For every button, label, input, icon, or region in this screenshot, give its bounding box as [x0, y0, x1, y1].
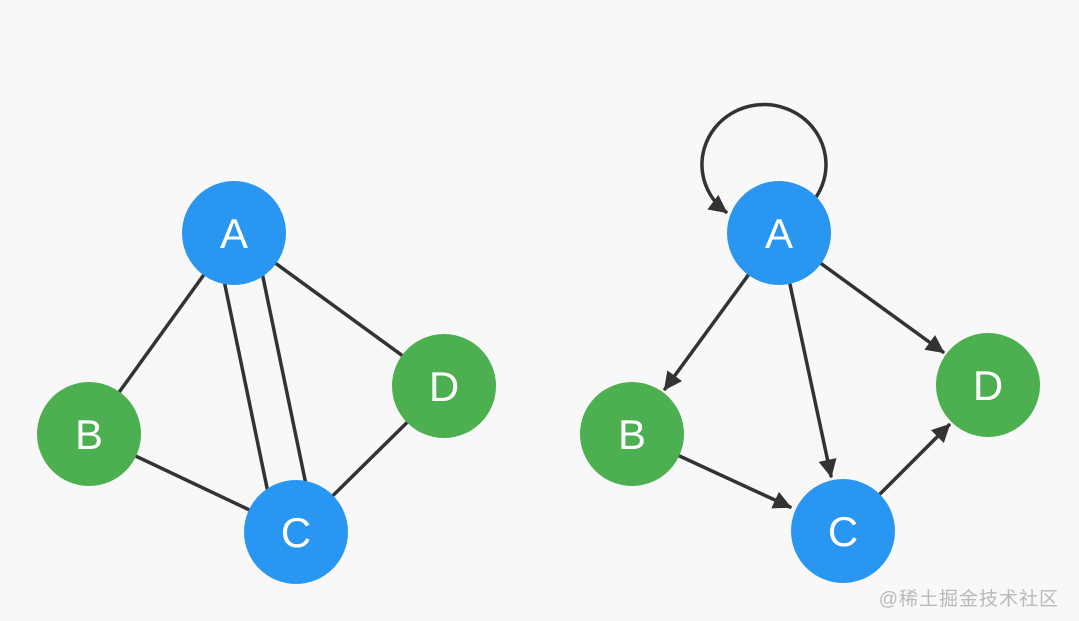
left-edge-A-C-1: [213, 235, 279, 538]
right-node-B-label: B: [618, 411, 646, 458]
right-node-A-label: A: [765, 210, 793, 257]
left-node-D-label: D: [429, 363, 459, 410]
right-graph: A B C D: [580, 102, 1040, 583]
right-node-A: A: [727, 181, 831, 285]
right-node-D-circle: [936, 333, 1040, 437]
right-node-C-circle: [791, 479, 895, 583]
right-node-B: B: [580, 382, 684, 486]
left-node-A-circle: [182, 181, 286, 285]
watermark: @稀土掘金技术社区: [878, 589, 1059, 610]
left-node-C: C: [244, 480, 348, 584]
right-node-C-label: C: [828, 508, 858, 555]
left-node-A: A: [182, 181, 286, 285]
left-node-C-circle: [244, 480, 348, 584]
left-node-D: D: [392, 334, 496, 438]
right-node-D: D: [936, 333, 1040, 437]
right-node-A-circle: [727, 181, 831, 285]
right-node-D-label: D: [973, 362, 1003, 409]
right-node-B-circle: [580, 382, 684, 486]
left-node-D-circle: [392, 334, 496, 438]
left-node-A-label: A: [220, 210, 248, 257]
left-node-B-circle: [37, 382, 141, 486]
right-node-C: C: [791, 479, 895, 583]
left-node-B: B: [37, 382, 141, 486]
right-edge-A-A-selfloop: [700, 102, 828, 214]
left-node-B-label: B: [75, 411, 103, 458]
left-node-C-label: C: [281, 509, 311, 556]
left-graph: A B C D: [37, 181, 496, 584]
left-edge-A-C-2: [251, 227, 317, 530]
